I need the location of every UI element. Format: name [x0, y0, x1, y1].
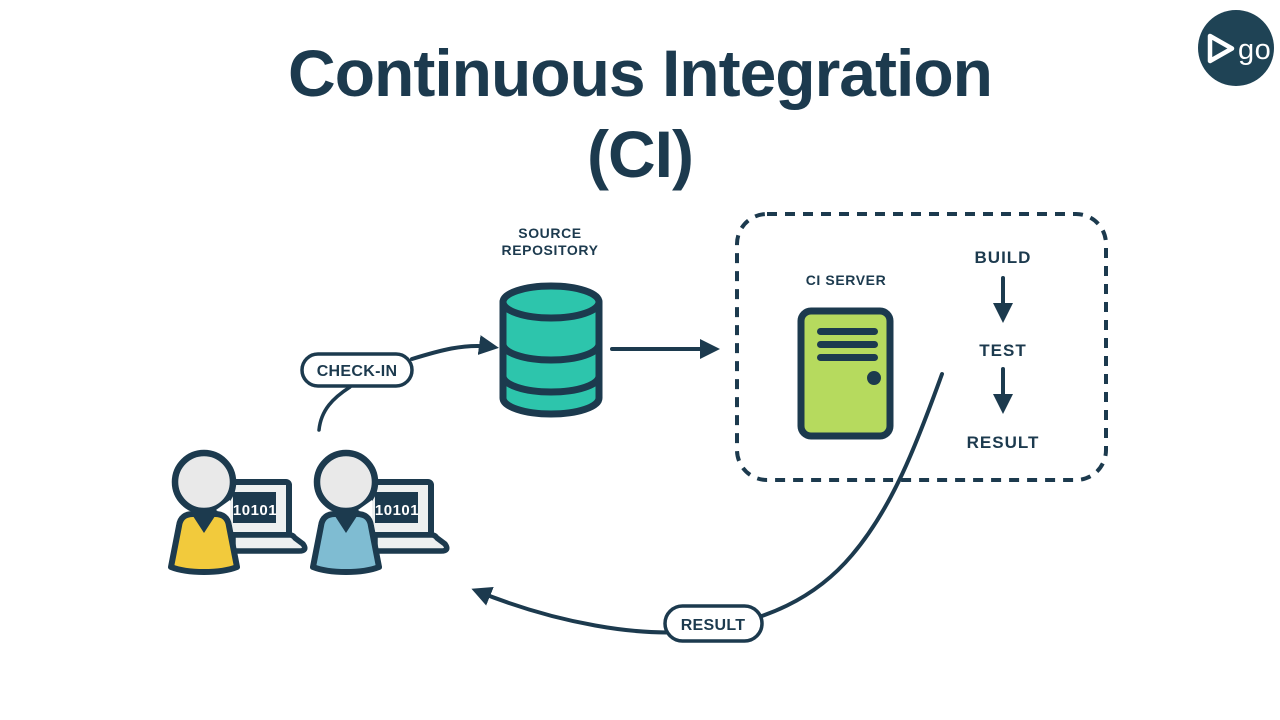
server-vent-3 — [817, 354, 878, 361]
logo-text: go — [1238, 34, 1271, 66]
checkin-pill-shape — [300, 352, 414, 388]
page-title-line1: Continuous Integration — [288, 36, 992, 110]
brand-logo: go — [1198, 10, 1274, 86]
developer-head — [313, 449, 379, 515]
developer-head — [171, 449, 237, 515]
database-top — [499, 282, 603, 322]
database-band-2 — [499, 375, 603, 396]
collar-v — [333, 513, 359, 533]
result-pill: RESULT — [663, 604, 764, 643]
laptop-screen — [375, 492, 418, 523]
step-test-label: TEST — [979, 341, 1026, 360]
collar-v — [191, 513, 217, 533]
speech-wedge — [358, 500, 372, 519]
server-vent-1 — [817, 328, 878, 335]
developer-shirt — [310, 511, 382, 575]
laptop-screen-text: 10101 — [233, 502, 277, 519]
checkin-pill: CHECK-IN — [300, 352, 414, 388]
logo-circle — [1198, 10, 1274, 86]
checkin-arrow — [410, 335, 499, 361]
result-label: RESULT — [681, 617, 746, 634]
result-pill-shape — [663, 604, 764, 643]
database-icon — [499, 282, 603, 418]
laptop-screen-text: 10101 — [375, 502, 419, 519]
laptop-base — [230, 532, 308, 554]
laptop-screen — [233, 492, 276, 523]
database-band-1 — [499, 343, 603, 364]
speech-wedge — [216, 500, 230, 519]
result-feedback-curve — [471, 372, 944, 635]
checkin-connector — [317, 385, 352, 432]
laptop-icon: 10101 — [223, 479, 292, 538]
source-repository-label-line2: REPOSITORY — [501, 242, 598, 258]
developer-shirt — [168, 511, 240, 575]
checkin-label: CHECK-IN — [317, 363, 398, 380]
step-result-label: RESULT — [967, 433, 1040, 452]
laptop-base — [372, 532, 450, 554]
play-icon — [1207, 33, 1235, 64]
developer-1: 10101 — [168, 449, 308, 575]
server-icon — [797, 307, 894, 440]
page-title-line2: (CI) — [587, 117, 693, 191]
ci-pipeline-box — [735, 212, 1108, 482]
server-led — [867, 371, 881, 385]
ci-server-label: CI SERVER — [806, 272, 887, 288]
source-repository-label-line1: SOURCE — [518, 225, 582, 241]
step-build-label: BUILD — [975, 248, 1032, 267]
laptop-icon: 10101 — [365, 479, 434, 538]
server-vent-2 — [817, 341, 878, 348]
developer-2: 10101 — [310, 449, 450, 575]
